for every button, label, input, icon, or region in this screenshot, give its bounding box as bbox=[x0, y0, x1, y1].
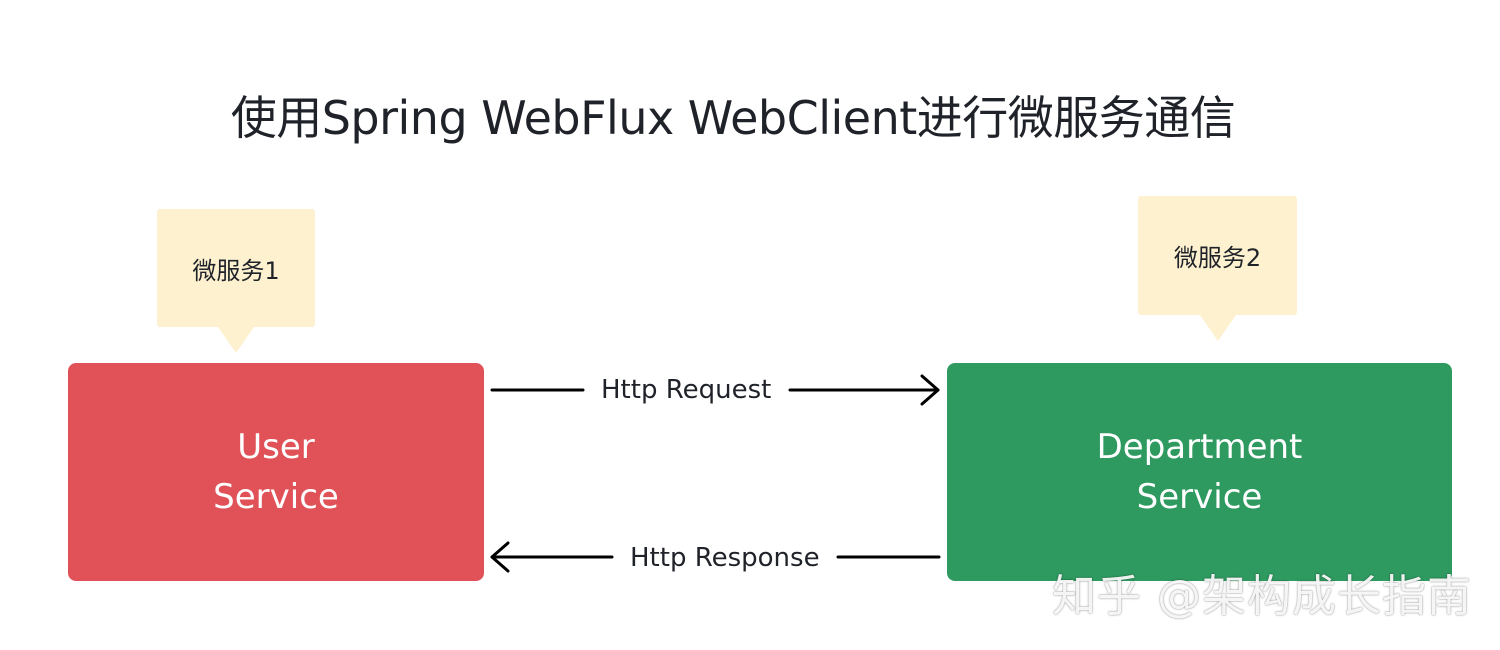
user-service-box: User Service bbox=[68, 363, 484, 581]
department-service-label-line2: Service bbox=[1136, 477, 1263, 517]
user-service-label-line2: Service bbox=[213, 477, 339, 517]
callout-microservice-2: 微服务2 bbox=[1138, 196, 1297, 315]
callout-microservice-1: 微服务1 bbox=[157, 209, 315, 327]
department-service-label-line1: Department bbox=[1096, 427, 1303, 467]
http-request-label: Http Request bbox=[601, 375, 772, 405]
http-response-label: Http Response bbox=[630, 543, 820, 573]
callout-label-2: 微服务2 bbox=[1173, 244, 1262, 272]
watermark: 知乎 @架构成长指南 bbox=[1052, 571, 1472, 622]
callout-label-1: 微服务1 bbox=[192, 256, 280, 285]
response-arrow-head bbox=[490, 541, 510, 573]
request-arrow-head bbox=[920, 374, 940, 406]
diagram-title: 使用Spring WebFlux WebClient进行微服务通信 bbox=[230, 91, 1236, 145]
department-service-box: Department Service bbox=[947, 363, 1452, 581]
user-service-label-line1: User bbox=[237, 427, 315, 467]
